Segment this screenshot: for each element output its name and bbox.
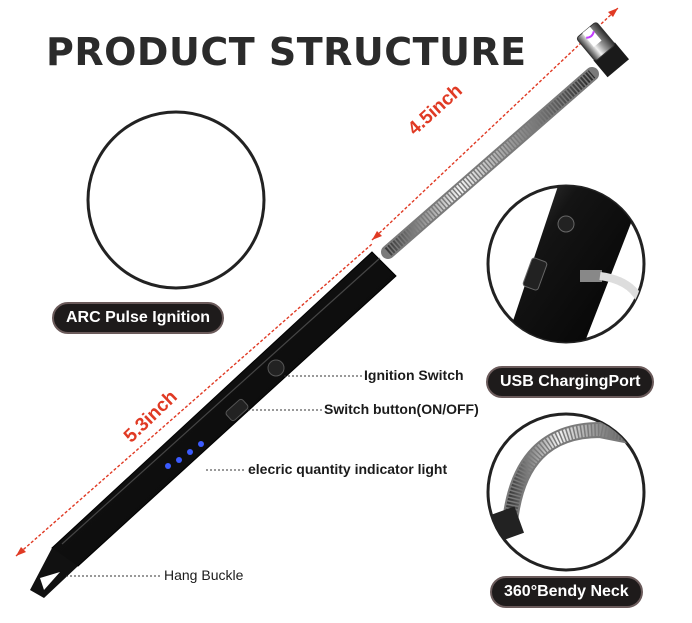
bendy-neck-badge: 360°Bendy Neck <box>490 576 643 608</box>
dimension-line-lower <box>15 243 373 557</box>
indicator-light-label: elecric quantity indicator light <box>248 461 448 477</box>
usb-port-badge: USB ChargingPort <box>486 366 655 398</box>
switch-button-label: Switch button(ON/OFF) <box>324 401 479 417</box>
arc-pulse-badge: ARC Pulse Ignition <box>52 302 224 334</box>
detail-circle-arc <box>86 110 266 290</box>
detail-circle-neck <box>486 412 646 572</box>
ignition-switch-icon[interactable] <box>267 359 285 377</box>
page-title: PRODUCT STRUCTURE <box>46 30 527 74</box>
lighter-tip <box>576 22 630 78</box>
flexible-neck <box>381 67 599 259</box>
dimension-line-upper <box>371 7 619 241</box>
battery-indicator-lights <box>165 441 204 469</box>
power-switch-icon[interactable] <box>225 398 249 422</box>
lighter-body <box>30 251 397 598</box>
hang-buckle-label: Hang Buckle <box>164 567 244 583</box>
detail-circle-usb <box>486 184 646 344</box>
ignition-switch-label: Ignition Switch <box>364 367 464 383</box>
